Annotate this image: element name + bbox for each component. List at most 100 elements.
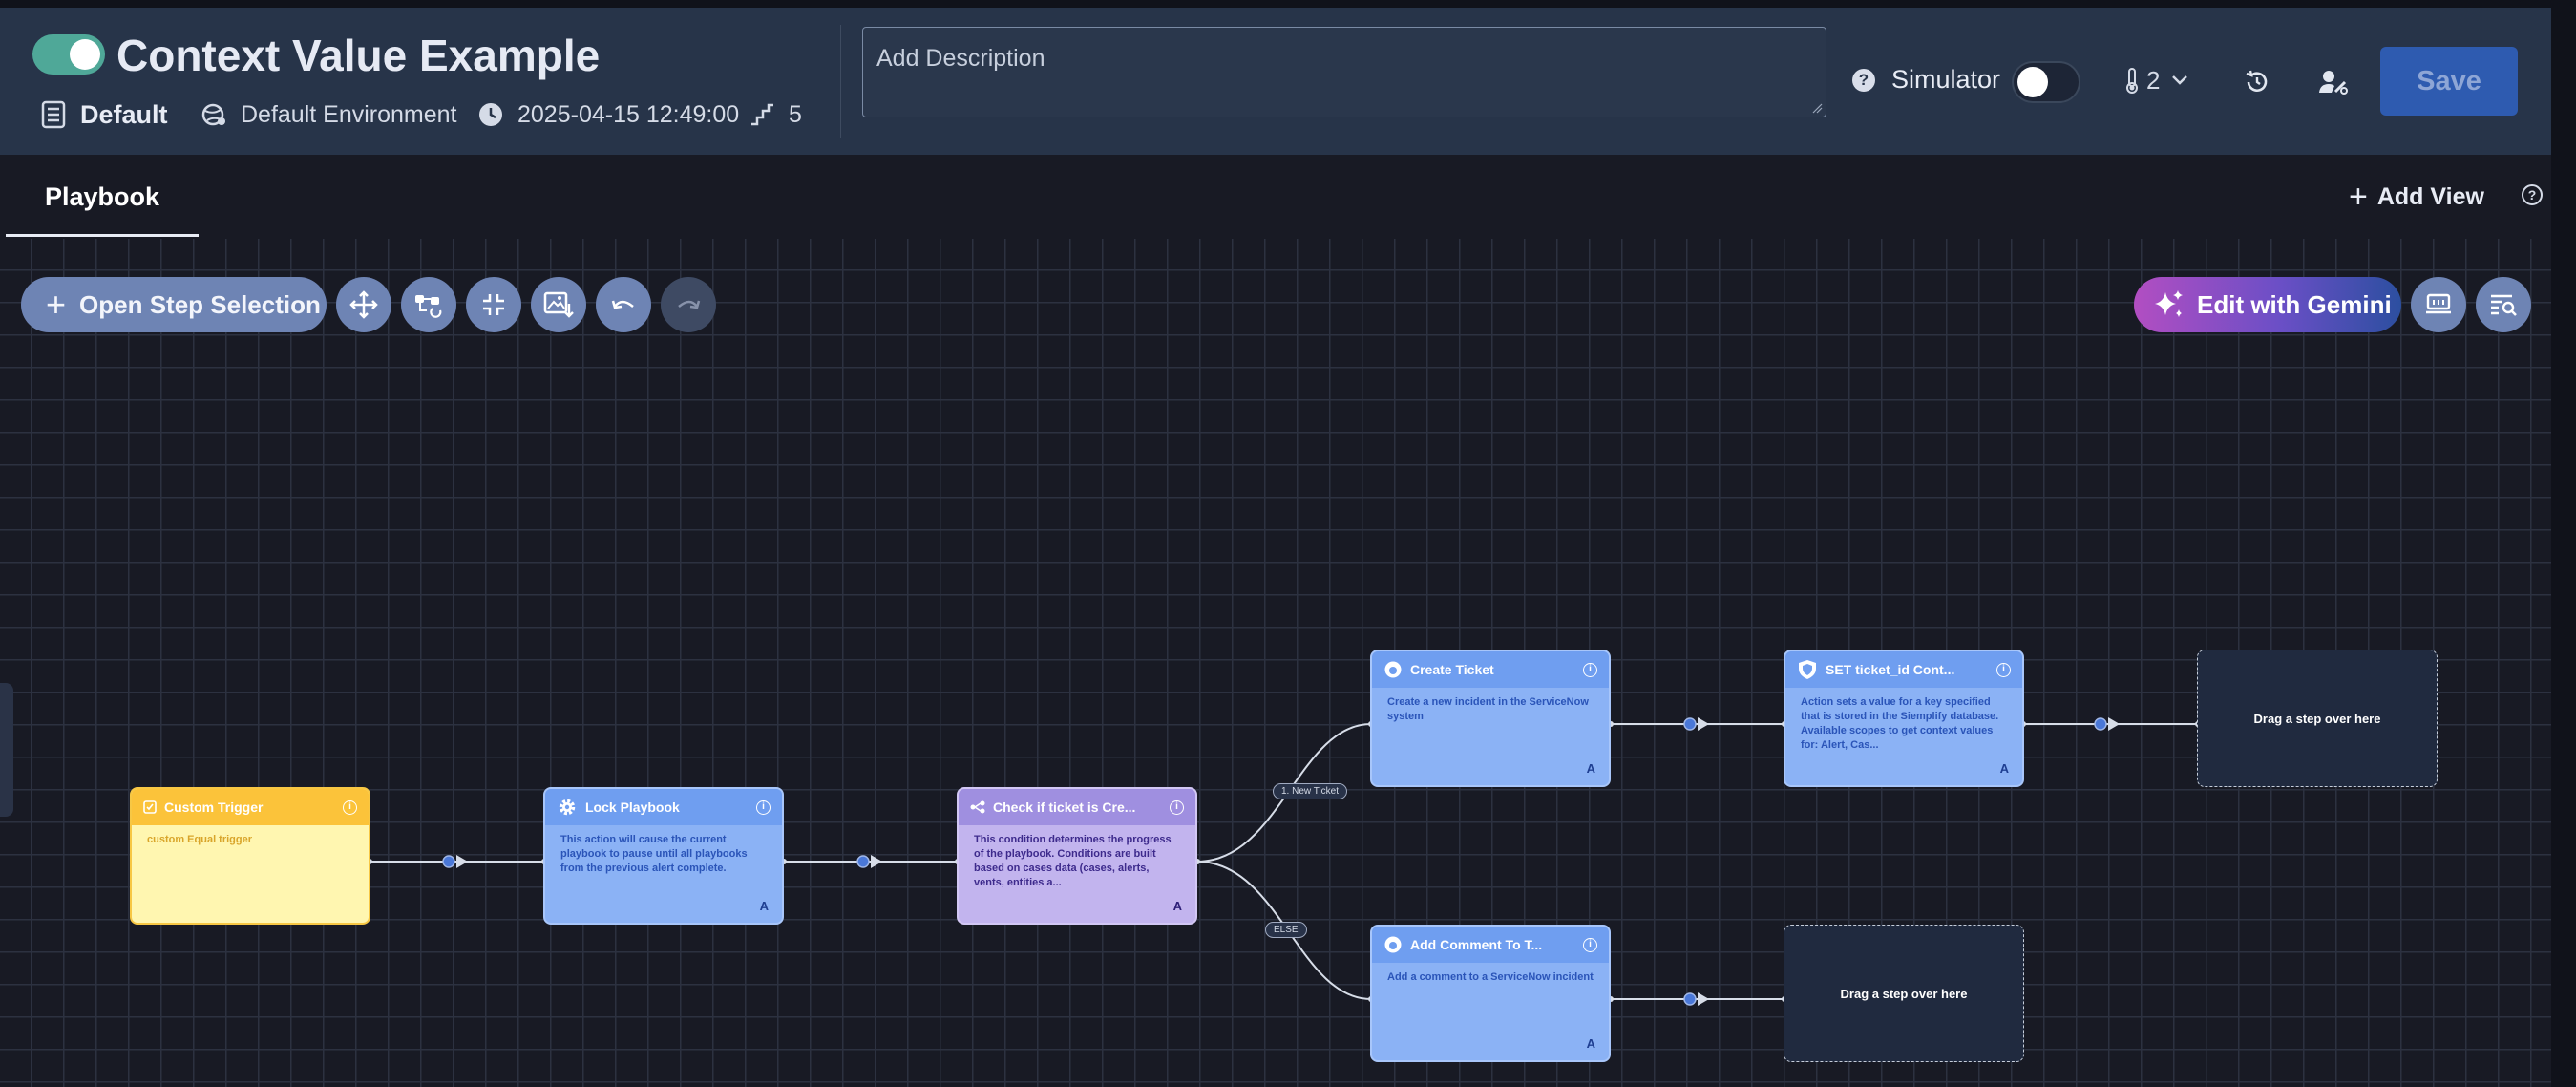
environment-icon xyxy=(201,103,225,126)
search-steps-button[interactable] xyxy=(2476,277,2531,332)
step-custom-trigger[interactable]: Custom Trigger i custom Equal trigger xyxy=(130,787,370,925)
drop-zone[interactable]: Drag a step over here xyxy=(1784,925,2024,1062)
auto-layout-icon xyxy=(415,295,442,318)
redo-button[interactable] xyxy=(661,277,716,332)
step-description: This action will cause the current playb… xyxy=(560,834,748,874)
export-image-icon xyxy=(543,291,574,318)
category-label: Default xyxy=(80,99,168,129)
window-top-edge xyxy=(0,0,2576,8)
drop-zone[interactable]: Drag a step over here xyxy=(2197,650,2438,787)
view-help-icon[interactable]: ? xyxy=(2522,184,2543,205)
active-tab-indicator xyxy=(6,234,199,237)
step-header: Lock Playbook i xyxy=(545,789,782,825)
step-badge: A xyxy=(1172,899,1182,913)
servicenow-icon xyxy=(1384,936,1402,953)
priority-dropdown[interactable]: 2 xyxy=(2123,61,2188,99)
save-button[interactable]: Save xyxy=(2380,47,2518,116)
plus-icon: + xyxy=(2349,179,2368,215)
permissions-button[interactable] xyxy=(2314,63,2353,101)
undo-button[interactable] xyxy=(596,277,651,332)
step-description: custom Equal trigger xyxy=(147,834,253,845)
timestamp-meta: 2025-04-15 12:49:00 xyxy=(477,96,739,134)
description-input[interactable]: Add Description xyxy=(862,27,1826,117)
move-button[interactable] xyxy=(336,277,391,332)
move-icon xyxy=(349,290,378,319)
steps-meta: 5 xyxy=(749,96,802,134)
info-icon[interactable]: i xyxy=(1583,937,1597,952)
fit-screen-button[interactable] xyxy=(466,277,521,332)
edit-with-gemini-button[interactable]: Edit with Gemini xyxy=(2134,277,2401,332)
edit-with-gemini-label: Edit with Gemini xyxy=(2197,289,2392,319)
timestamp-label: 2025-04-15 12:49:00 xyxy=(517,100,740,128)
chevron-down-icon xyxy=(2172,75,2188,85)
step-title: Check if ticket is Cre... xyxy=(993,799,1136,815)
step-title: Create Ticket xyxy=(1410,662,1494,677)
branch-label-new-ticket[interactable]: 1. New Ticket xyxy=(1273,783,1348,799)
info-icon[interactable]: i xyxy=(756,799,771,815)
steps-count: 5 xyxy=(789,100,802,128)
simulate-button[interactable] xyxy=(2411,277,2466,332)
search-list-icon xyxy=(2491,294,2517,316)
step-title: Custom Trigger xyxy=(164,799,264,815)
step-badge: A xyxy=(1586,1036,1595,1051)
step-badge: A xyxy=(759,899,769,913)
step-lock-playbook[interactable]: Lock Playbook i This action will cause t… xyxy=(543,787,784,925)
simulator-toggle[interactable] xyxy=(2012,61,2080,103)
header-divider xyxy=(840,25,841,138)
step-badge: A xyxy=(1586,761,1595,776)
side-panel-handle[interactable] xyxy=(0,683,13,817)
export-image-button[interactable] xyxy=(531,277,586,332)
info-icon[interactable]: i xyxy=(1583,662,1597,677)
folder-icon xyxy=(41,100,66,129)
branch-label-else[interactable]: ELSE xyxy=(1265,922,1307,938)
info-icon[interactable]: i xyxy=(343,799,357,815)
branch-icon xyxy=(970,800,985,814)
fit-screen-icon xyxy=(483,294,504,315)
history-icon xyxy=(2246,70,2268,92)
category-meta[interactable]: Default xyxy=(40,96,168,134)
step-header: Check if ticket is Cre... i xyxy=(959,789,1195,825)
info-icon[interactable]: i xyxy=(1170,799,1184,815)
open-step-selection-button[interactable]: + Open Step Selection xyxy=(21,277,327,332)
step-description: Create a new incident in the ServiceNow … xyxy=(1387,696,1589,722)
clock-icon xyxy=(479,103,502,126)
step-description: This condition determines the progress o… xyxy=(974,834,1172,888)
step-title: SET ticket_id Cont... xyxy=(1826,662,1955,677)
history-button[interactable] xyxy=(2238,63,2276,101)
resize-grip-icon[interactable] xyxy=(1811,102,1823,114)
playbook-canvas[interactable] xyxy=(0,239,2551,1087)
step-create-ticket[interactable]: Create Ticket i Create a new incident in… xyxy=(1370,650,1611,787)
step-add-comment[interactable]: Add Comment To T... i Add a comment to a… xyxy=(1370,925,1611,1062)
user-settings-icon xyxy=(2319,71,2348,95)
step-header: Custom Trigger i xyxy=(132,789,369,825)
help-icon[interactable]: ? xyxy=(1852,69,1875,92)
step-badge: A xyxy=(1999,761,2009,776)
open-step-selection-label: Open Step Selection xyxy=(79,289,321,319)
toggle-knob xyxy=(2017,67,2048,97)
add-view-button[interactable]: + Add View xyxy=(2349,178,2484,216)
tab-playbook[interactable]: Playbook xyxy=(44,181,160,211)
servicenow-icon xyxy=(1384,661,1402,678)
step-check-ticket-condition[interactable]: Check if ticket is Cre... i This conditi… xyxy=(957,787,1197,925)
step-description: Action sets a value for a key specified … xyxy=(1801,696,1999,751)
undo-icon xyxy=(611,300,634,309)
simulate-icon xyxy=(2426,293,2451,314)
step-header: Create Ticket i xyxy=(1372,651,1609,688)
trigger-icon xyxy=(143,800,157,814)
steps-icon xyxy=(751,103,773,126)
add-view-label: Add View xyxy=(2376,182,2484,210)
environment-meta[interactable]: Default Environment xyxy=(201,96,457,134)
info-icon[interactable]: i xyxy=(1996,662,2011,677)
auto-layout-button[interactable] xyxy=(401,277,456,332)
step-title: Lock Playbook xyxy=(585,799,680,815)
step-header: SET ticket_id Cont... i xyxy=(1785,651,2022,688)
playbook-enabled-toggle[interactable] xyxy=(32,34,105,75)
step-header: Add Comment To T... i xyxy=(1372,927,1609,963)
window-right-edge xyxy=(2551,0,2576,1087)
playbook-title[interactable]: Context Value Example xyxy=(116,31,601,80)
step-set-ticket-id-context[interactable]: SET ticket_id Cont... i Action sets a va… xyxy=(1784,650,2024,787)
plus-icon: + xyxy=(46,285,67,324)
sparkle-icon xyxy=(2155,290,2183,317)
description-placeholder: Add Description xyxy=(876,45,1045,72)
